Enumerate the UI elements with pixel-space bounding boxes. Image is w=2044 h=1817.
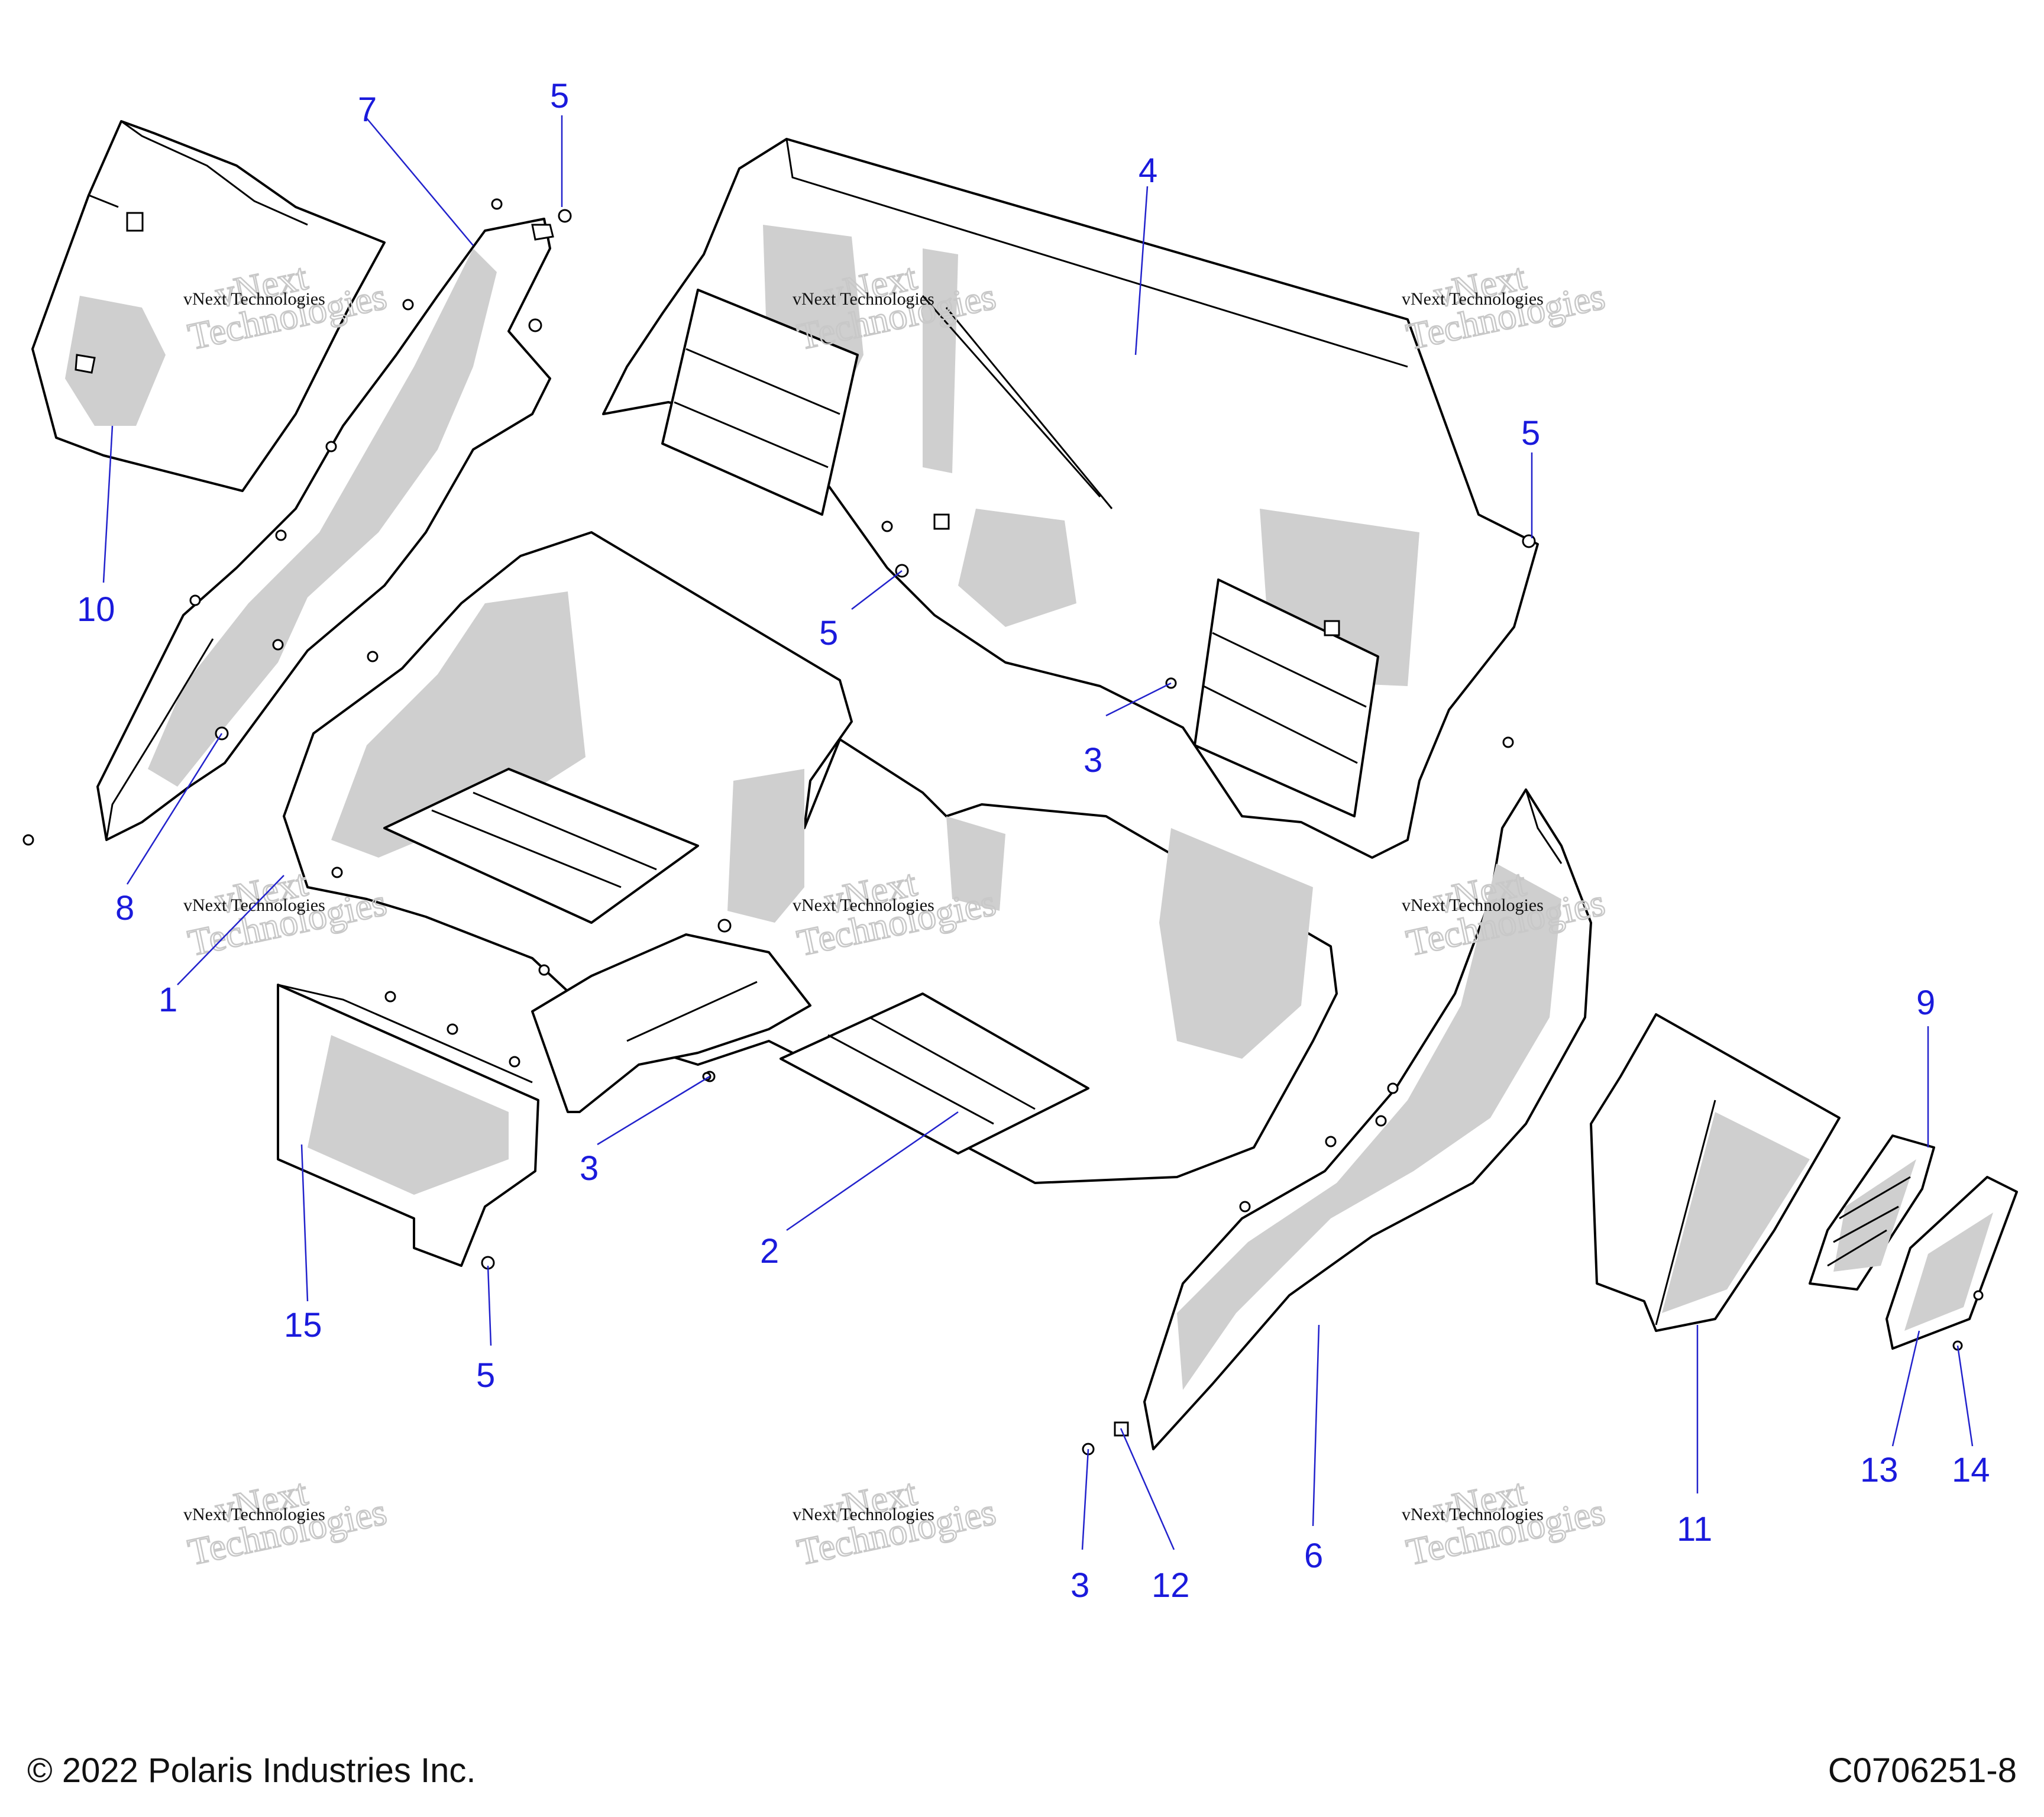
callout-12: 12 <box>1152 1566 1190 1605</box>
callout-5: 5 <box>476 1356 495 1395</box>
watermark-9: vNext Technologies vNext Technologies <box>1402 1470 1609 1574</box>
part-10-side-panel <box>31 120 386 492</box>
watermark-3: vNext Technologies vNext Technologies <box>1402 254 1609 358</box>
part-1-floor-tub <box>283 531 1338 1184</box>
copyright-notice: © 2022 Polaris Industries Inc. <box>27 1751 476 1790</box>
callout-1: 1 <box>159 981 177 1019</box>
callout-14: 14 <box>1952 1451 1990 1489</box>
callout-3: 3 <box>1084 741 1102 780</box>
callout-5: 5 <box>1521 414 1540 452</box>
watermark-7: vNext Technologies vNext Technologies <box>183 1470 391 1574</box>
callout-7: 7 <box>358 90 377 129</box>
svg-text:vNext Technologies: vNext Technologies <box>793 895 934 915</box>
callout-8: 8 <box>115 889 134 927</box>
callouts: 7 5 4 5 5 3 10 8 1 3 2 15 5 3 12 6 11 9 … <box>77 77 1990 1605</box>
callout-6: 6 <box>1304 1537 1323 1575</box>
svg-text:vNext Technologies: vNext Technologies <box>183 1505 325 1524</box>
callout-3: 3 <box>1070 1566 1089 1605</box>
part-4-rear-wall <box>602 138 1539 859</box>
svg-text:vNext Technologies: vNext Technologies <box>793 1505 934 1524</box>
drawing-number: C0706251-8 <box>1828 1751 2017 1790</box>
callout-11: 11 <box>1677 1510 1712 1548</box>
callout-3: 3 <box>580 1149 599 1188</box>
svg-text:vNext Technologies: vNext Technologies <box>1402 289 1544 309</box>
leader-lines <box>102 115 1974 1550</box>
callout-9: 9 <box>1916 984 1935 1022</box>
callout-5: 5 <box>819 614 838 652</box>
callout-10: 10 <box>77 590 115 629</box>
part-11-lower-cover <box>1590 1013 1841 1332</box>
svg-text:vNext Technologies: vNext Technologies <box>793 289 934 309</box>
svg-text:vNext Technologies: vNext Technologies <box>1402 1505 1544 1524</box>
callout-5: 5 <box>550 77 569 115</box>
part-9-grille <box>1809 1134 1935 1291</box>
callout-13: 13 <box>1860 1451 1899 1489</box>
callout-4: 4 <box>1139 151 1157 190</box>
part-15-shield <box>277 984 539 1270</box>
watermark-8: vNext Technologies vNext Technologies <box>793 1470 1000 1574</box>
part-6-right-side-panel <box>1114 788 1592 1450</box>
part-13-panel <box>1885 1176 2018 1350</box>
svg-text:vNext Technologies: vNext Technologies <box>1402 895 1544 915</box>
svg-text:vNext Technologies: vNext Technologies <box>183 289 325 309</box>
callout-2: 2 <box>760 1232 779 1270</box>
callout-15: 15 <box>284 1306 322 1344</box>
